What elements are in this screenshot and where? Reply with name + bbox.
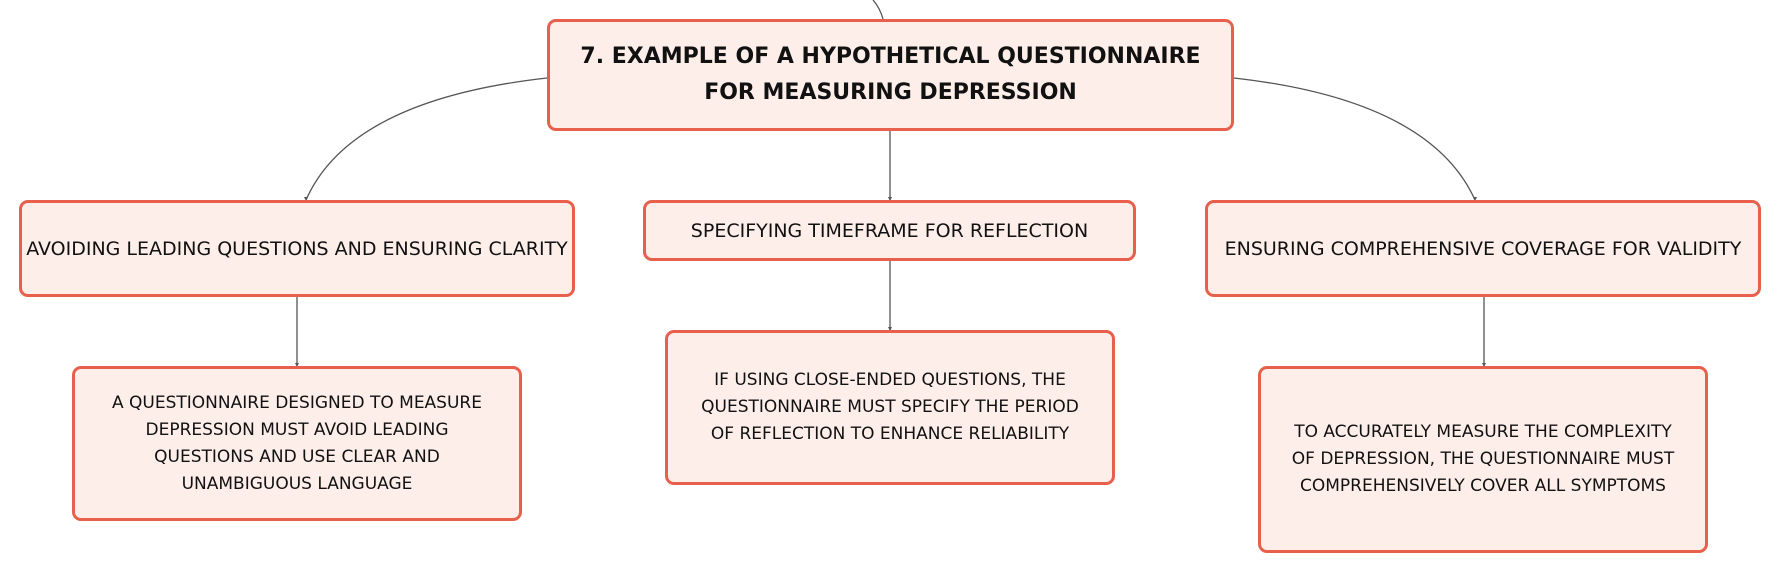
root-topic-title: 7. EXAMPLE OF A HYPOTHETICAL QUESTIONNAI…: [580, 44, 1201, 105]
connector-root-to-left: [305, 77, 548, 201]
connector-arrow-right: [1473, 197, 1477, 201]
connector-parent-to-root: [872, 0, 884, 20]
subtopic-label-coverage: ENSURING COMPREHENSIVE COVERAGE FOR VALI…: [1224, 237, 1742, 260]
root-topic-node[interactable]: 7. EXAMPLE OF A HYPOTHETICAL QUESTIONNAI…: [547, 19, 1234, 131]
detail-node-timeframe[interactable]: IF USING CLOSE-ENDED QUESTIONS, THE QUES…: [665, 330, 1115, 485]
connector-arrow-left-leaf: [295, 363, 299, 367]
connector-arrow-left: [304, 197, 308, 201]
connector-arrow-center: [888, 197, 892, 201]
connector-arrow-right-leaf: [1482, 363, 1486, 367]
connector-root-to-right: [1233, 77, 1476, 201]
detail-text-coverage: TO ACCURATELY MEASURE THE COMPLEXITY OF …: [1291, 422, 1675, 496]
subtopic-label-timeframe: SPECIFYING TIMEFRAME FOR REFLECTION: [690, 219, 1089, 242]
detail-text-timeframe: IF USING CLOSE-ENDED QUESTIONS, THE QUES…: [701, 370, 1079, 444]
subtopic-node-leading-questions[interactable]: AVOIDING LEADING QUESTIONS AND ENSURING …: [19, 200, 575, 297]
subtopic-node-coverage[interactable]: ENSURING COMPREHENSIVE COVERAGE FOR VALI…: [1205, 200, 1761, 297]
detail-text-leading-questions: A QUESTIONNAIRE DESIGNED TO MEASURE DEPR…: [112, 392, 482, 494]
detail-node-coverage[interactable]: TO ACCURATELY MEASURE THE COMPLEXITY OF …: [1258, 366, 1708, 553]
detail-node-leading-questions[interactable]: A QUESTIONNAIRE DESIGNED TO MEASURE DEPR…: [72, 366, 522, 521]
subtopic-node-timeframe[interactable]: SPECIFYING TIMEFRAME FOR REFLECTION: [643, 200, 1136, 261]
subtopic-label-leading-questions: AVOIDING LEADING QUESTIONS AND ENSURING …: [26, 237, 568, 260]
connector-arrow-center-leaf: [888, 327, 892, 331]
